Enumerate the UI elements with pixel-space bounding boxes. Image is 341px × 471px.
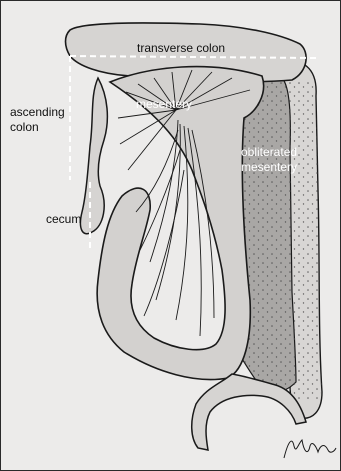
artist-signature [0,0,341,471]
illustration-page: transverse colon mesentery ascending col… [0,0,341,471]
